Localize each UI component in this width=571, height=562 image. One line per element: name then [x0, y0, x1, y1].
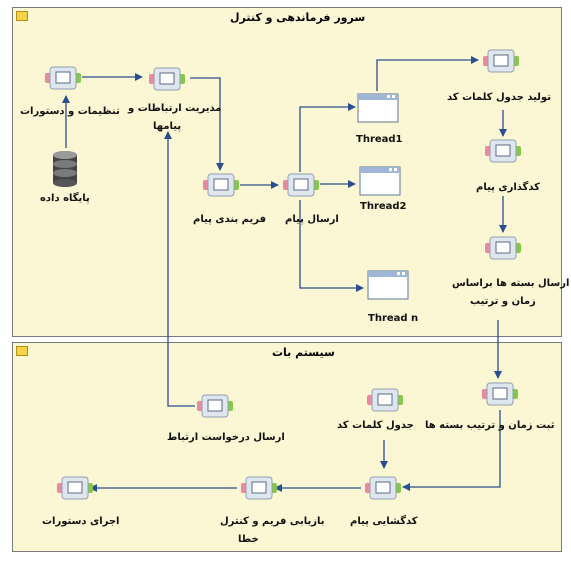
- component-icon-execute: [57, 476, 93, 500]
- database-icon: [53, 151, 77, 187]
- label-keyword-table: تولید جدول کلمات کد: [447, 92, 551, 103]
- thread2-window-icon: [359, 166, 401, 196]
- component-icon-send: [283, 173, 319, 197]
- component-icon-frame-recover: [241, 476, 277, 500]
- component-icon-conn-request: [197, 394, 233, 418]
- label-thread1: Thread1: [356, 134, 403, 145]
- edge-request-to-conn: [164, 131, 195, 407]
- component-icon-record: [482, 382, 518, 406]
- component-icon-packet-send: [485, 236, 521, 260]
- label-conn-mgmt-line2: پیامها: [153, 121, 182, 132]
- label-codeword-table: جدول کلمات کد: [337, 420, 414, 431]
- server-panel-title: سرور فرماندهی و کنترل: [230, 11, 366, 24]
- edge-send-to-threadn: [299, 200, 364, 292]
- component-icon-encoding: [485, 139, 521, 163]
- component-icon-settings: [45, 66, 81, 90]
- label-send: ارسال پیام: [285, 214, 339, 225]
- thread1-window-icon: [357, 93, 399, 123]
- label-record-packets: ثبت زمان و ترتیب بسته ها: [425, 420, 555, 431]
- edge-conn-to-framing: [190, 77, 224, 171]
- label-frame-recover-line1: بازیابی فریم و کنترل: [220, 516, 325, 527]
- label-conn-mgmt-line1: مدیریت ارتباطات و: [128, 103, 222, 114]
- component-icon-codeword-table: [367, 388, 403, 412]
- bot-panel-title: سیستم بات: [272, 346, 335, 359]
- component-icon-conn-mgmt: [149, 67, 185, 91]
- label-packet-send-line2: زمان و ترتیب: [470, 296, 536, 307]
- label-execute: اجرای دستورات: [42, 516, 120, 527]
- edge-record-to-decode: [402, 410, 501, 491]
- label-decode: کدگشایی پیام: [350, 516, 418, 527]
- label-settings: تنظیمات و دستورات: [20, 106, 120, 117]
- component-icon-decode: [365, 476, 401, 500]
- label-encoding: کدگذاری پیام: [476, 182, 540, 193]
- edge-send-to-thread1: [299, 103, 356, 172]
- label-database: پایگاه داده: [40, 193, 90, 204]
- bot-panel: [12, 342, 562, 552]
- edge-thread1-to-keyword: [376, 56, 479, 91]
- panel-corner-icon: [16, 346, 28, 356]
- server-panel: [12, 7, 562, 337]
- component-icon-framing: [203, 173, 239, 197]
- label-conn-request: ارسال درخواست ارتباط: [167, 432, 285, 443]
- label-packet-send-line1: ارسال بسته ها براساس: [452, 278, 570, 289]
- component-icon-keyword-gen: [483, 49, 519, 73]
- label-framing: فریم بندی پیام: [193, 214, 267, 225]
- label-frame-recover-line2: خطا: [238, 534, 259, 545]
- threadn-window-icon: [367, 270, 409, 300]
- label-thread2: Thread2: [360, 201, 407, 212]
- label-threadn: Thread n: [368, 313, 419, 324]
- panel-corner-icon: [16, 11, 28, 21]
